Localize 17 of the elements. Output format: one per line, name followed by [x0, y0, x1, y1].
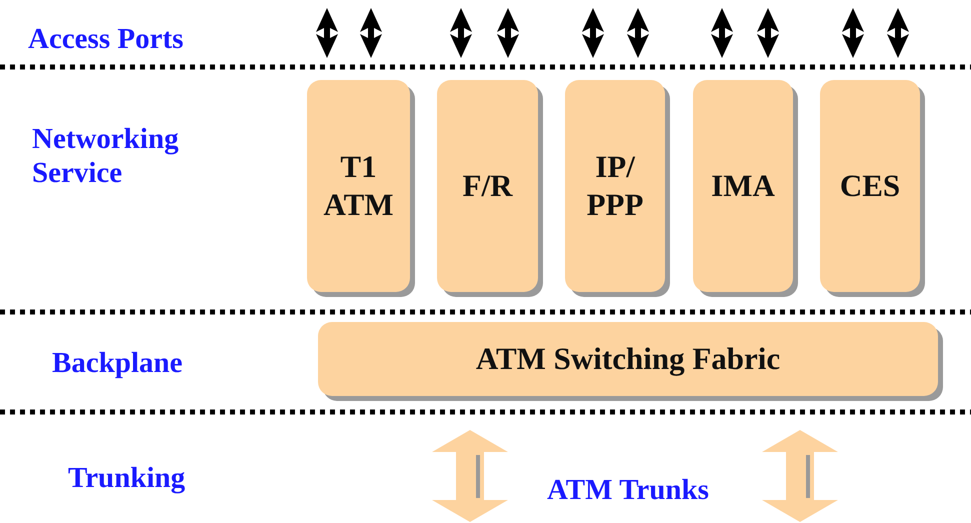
layer-label: Trunking — [68, 461, 186, 495]
module-name: F/R — [462, 167, 512, 205]
module-name: IP/ PPP — [586, 148, 644, 224]
layer-label: Backplane — [52, 346, 184, 380]
module-name: ATM Switching Fabric — [476, 340, 780, 378]
service-module — [693, 80, 793, 292]
service-module — [437, 80, 538, 292]
module-name: T1 ATM — [322, 148, 395, 224]
service-module — [820, 80, 920, 292]
service-module — [307, 80, 410, 292]
module-name: CES — [840, 167, 900, 205]
trunk-label: ATM Trunks — [547, 473, 710, 507]
layer-label: Networking Service — [32, 122, 180, 190]
service-module — [565, 80, 665, 292]
layer-label: Access Ports — [28, 22, 184, 56]
module-name: IMA — [711, 167, 775, 205]
switching-fabric-bar — [318, 322, 938, 396]
